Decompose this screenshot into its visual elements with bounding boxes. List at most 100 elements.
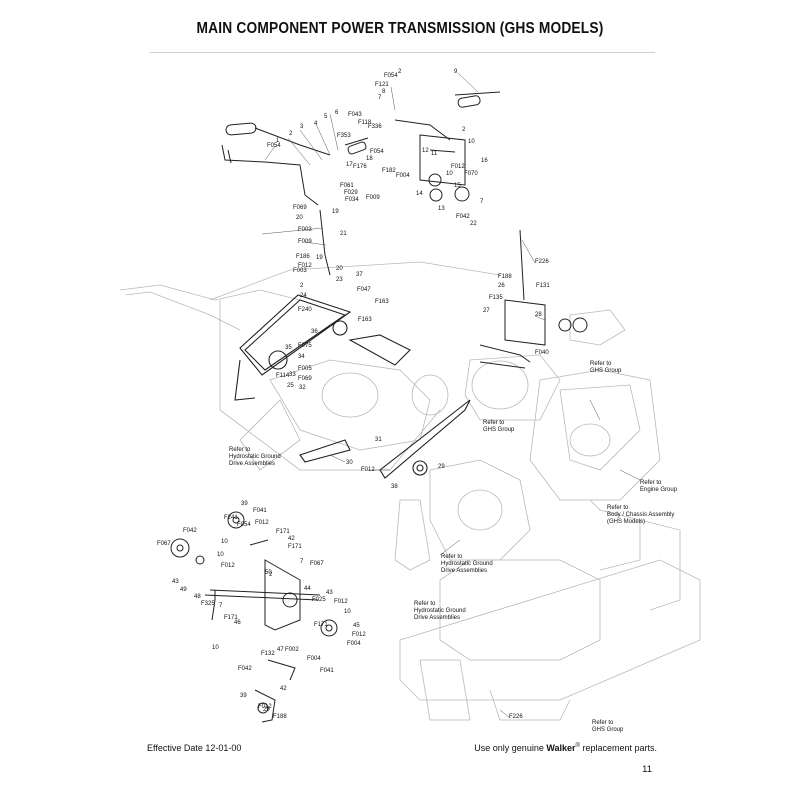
part-callout: F163: [375, 299, 389, 305]
part-callout: 26: [498, 283, 505, 289]
part-callout: 24: [300, 293, 307, 299]
part-callout: 20: [336, 266, 343, 272]
part-callout: F061: [340, 183, 354, 189]
part-callout: 29: [438, 464, 445, 470]
part-callout: 7: [378, 95, 382, 101]
reference-note-line: Refer to: [483, 420, 505, 426]
reference-note-line: Drive Assemblies: [414, 615, 460, 621]
part-callout: F131: [536, 283, 550, 289]
part-callout: F171: [288, 544, 302, 550]
reference-note-line: GHS Group: [592, 727, 624, 733]
part-callout: 5: [324, 114, 328, 120]
title-divider: [150, 52, 655, 53]
part-callout: 3: [300, 124, 304, 130]
reference-note-line: Drive Assemblies: [229, 461, 275, 467]
page-number: 11: [642, 764, 652, 775]
part-callout: 2: [269, 572, 273, 578]
part-callout: 38: [391, 484, 398, 490]
part-callout: F067: [310, 561, 324, 567]
reference-note-line: (GHS Models): [607, 519, 645, 525]
reference-note-line: Refer to: [441, 554, 463, 560]
belts-and-pulleys: [234, 294, 471, 479]
part-callout: 4: [314, 121, 318, 127]
part-callout: F121: [375, 82, 389, 88]
part-callout: F075: [298, 343, 312, 349]
part-callout: F002: [285, 647, 299, 653]
part-callout: 33: [289, 372, 296, 378]
part-callout: F054: [384, 73, 398, 79]
part-callout: F009: [298, 239, 312, 245]
part-callout: 2: [289, 131, 293, 137]
part-callout: 7: [480, 199, 484, 205]
part-callout: F226: [509, 714, 523, 720]
part-callout: F241: [224, 515, 238, 521]
part-callout: F042: [238, 666, 252, 672]
part-callout: 2: [300, 283, 304, 289]
part-callout: 9: [454, 69, 458, 75]
part-callout: 44: [304, 586, 311, 592]
part-callout: 6: [335, 110, 339, 116]
part-callout: F188: [498, 274, 512, 280]
part-callout: 31: [375, 437, 382, 443]
genuine-parts-note: Use only genuine Walker® replacement par…: [474, 743, 657, 753]
part-callout: F336: [368, 124, 382, 130]
part-callout: F054: [267, 143, 281, 149]
part-callout: 11: [431, 151, 438, 157]
part-callout: 35: [285, 345, 292, 351]
part-callout: 16: [481, 158, 488, 164]
reference-note-line: Engine Group: [640, 487, 678, 493]
part-callout: F171: [314, 622, 328, 628]
part-callout: F042: [456, 214, 470, 220]
part-callout: 7: [219, 603, 223, 609]
part-callout: F025: [312, 597, 326, 603]
part-callout: 30: [346, 460, 353, 466]
part-callout: F012: [298, 263, 312, 269]
part-callout: 22: [470, 221, 477, 227]
part-callout: 17: [346, 162, 353, 168]
part-callout: F012: [334, 599, 348, 605]
part-callout: F054: [370, 149, 384, 155]
part-callout: F069: [293, 205, 307, 211]
part-callout: F012: [352, 632, 366, 638]
page-title: MAIN COMPONENT POWER TRANSMISSION (GHS M…: [196, 20, 604, 37]
part-callout: F070: [464, 171, 478, 177]
part-callout: F012: [361, 467, 375, 473]
part-callout: 25: [287, 383, 294, 389]
part-callout: F171: [276, 529, 290, 535]
reference-note-line: Refer to: [640, 480, 662, 486]
part-callout: F226: [535, 259, 549, 265]
part-callout: 7: [300, 559, 304, 565]
part-callout: 14: [416, 191, 423, 197]
reference-note-line: GHS Group: [483, 427, 515, 433]
part-callout: F029: [344, 190, 358, 196]
part-callout: F003: [298, 227, 312, 233]
part-callout: 10: [217, 552, 224, 558]
part-callout: 46: [234, 620, 241, 626]
part-callout: F043: [348, 112, 362, 118]
part-callout: F009: [366, 195, 380, 201]
brand-name: Walker: [546, 743, 576, 753]
part-callout: 20: [296, 215, 303, 221]
reference-note-line: Refer to: [414, 601, 436, 607]
reference-note-line: Refer to: [607, 505, 629, 511]
reference-note-line: Body / Chassis Assembly: [607, 512, 674, 518]
part-callout: F118: [358, 120, 372, 126]
part-callout: F171: [224, 615, 238, 621]
part-callout: 43: [172, 579, 179, 585]
part-callout: 10: [221, 539, 228, 545]
part-callout: 13: [438, 206, 445, 212]
part-callout: F163: [358, 317, 372, 323]
part-callout: 42: [280, 686, 287, 692]
part-callout: F135: [489, 295, 503, 301]
part-callout: F012: [255, 520, 269, 526]
part-callout: 45: [353, 623, 360, 629]
part-callout: 39: [241, 501, 248, 507]
part-callout: 19: [316, 255, 323, 261]
reference-note-line: Hydrostatic Ground: [414, 608, 466, 614]
part-callout: 47: [277, 647, 284, 653]
